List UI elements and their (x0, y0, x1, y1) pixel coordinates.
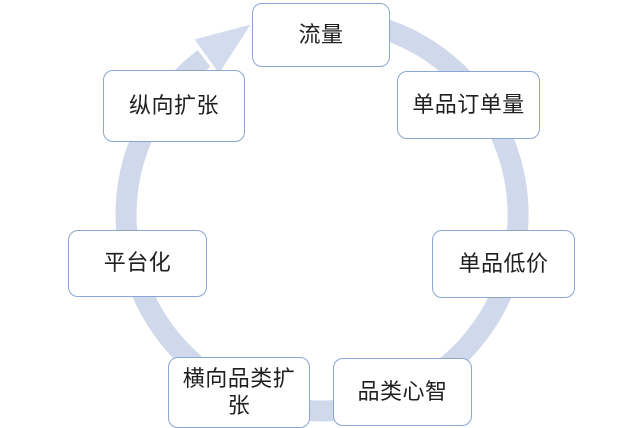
node-vertical-expansion: 纵向扩张 (103, 70, 245, 142)
node-platformization: 平台化 (68, 230, 207, 297)
node-horizontal-category-expansion-label: 横向品类扩张 (182, 365, 296, 418)
node-single-product-low-price: 单品低价 (432, 230, 575, 298)
node-platformization-label: 平台化 (103, 250, 172, 276)
node-category-mindshare: 品类心智 (333, 358, 472, 426)
node-vertical-expansion-label: 纵向扩张 (128, 92, 219, 118)
node-category-mindshare-label: 品类心智 (357, 378, 448, 404)
node-horizontal-category-expansion: 横向品类扩张 (168, 357, 310, 428)
node-single-product-low-price-label: 单品低价 (458, 250, 549, 276)
node-single-product-order-volume-label: 单品订单量 (412, 91, 525, 117)
node-single-product-order-volume: 单品订单量 (397, 71, 540, 139)
cycle-arrowhead-icon (194, 24, 251, 74)
node-traffic: 流量 (252, 3, 390, 67)
node-traffic-label: 流量 (298, 21, 344, 47)
